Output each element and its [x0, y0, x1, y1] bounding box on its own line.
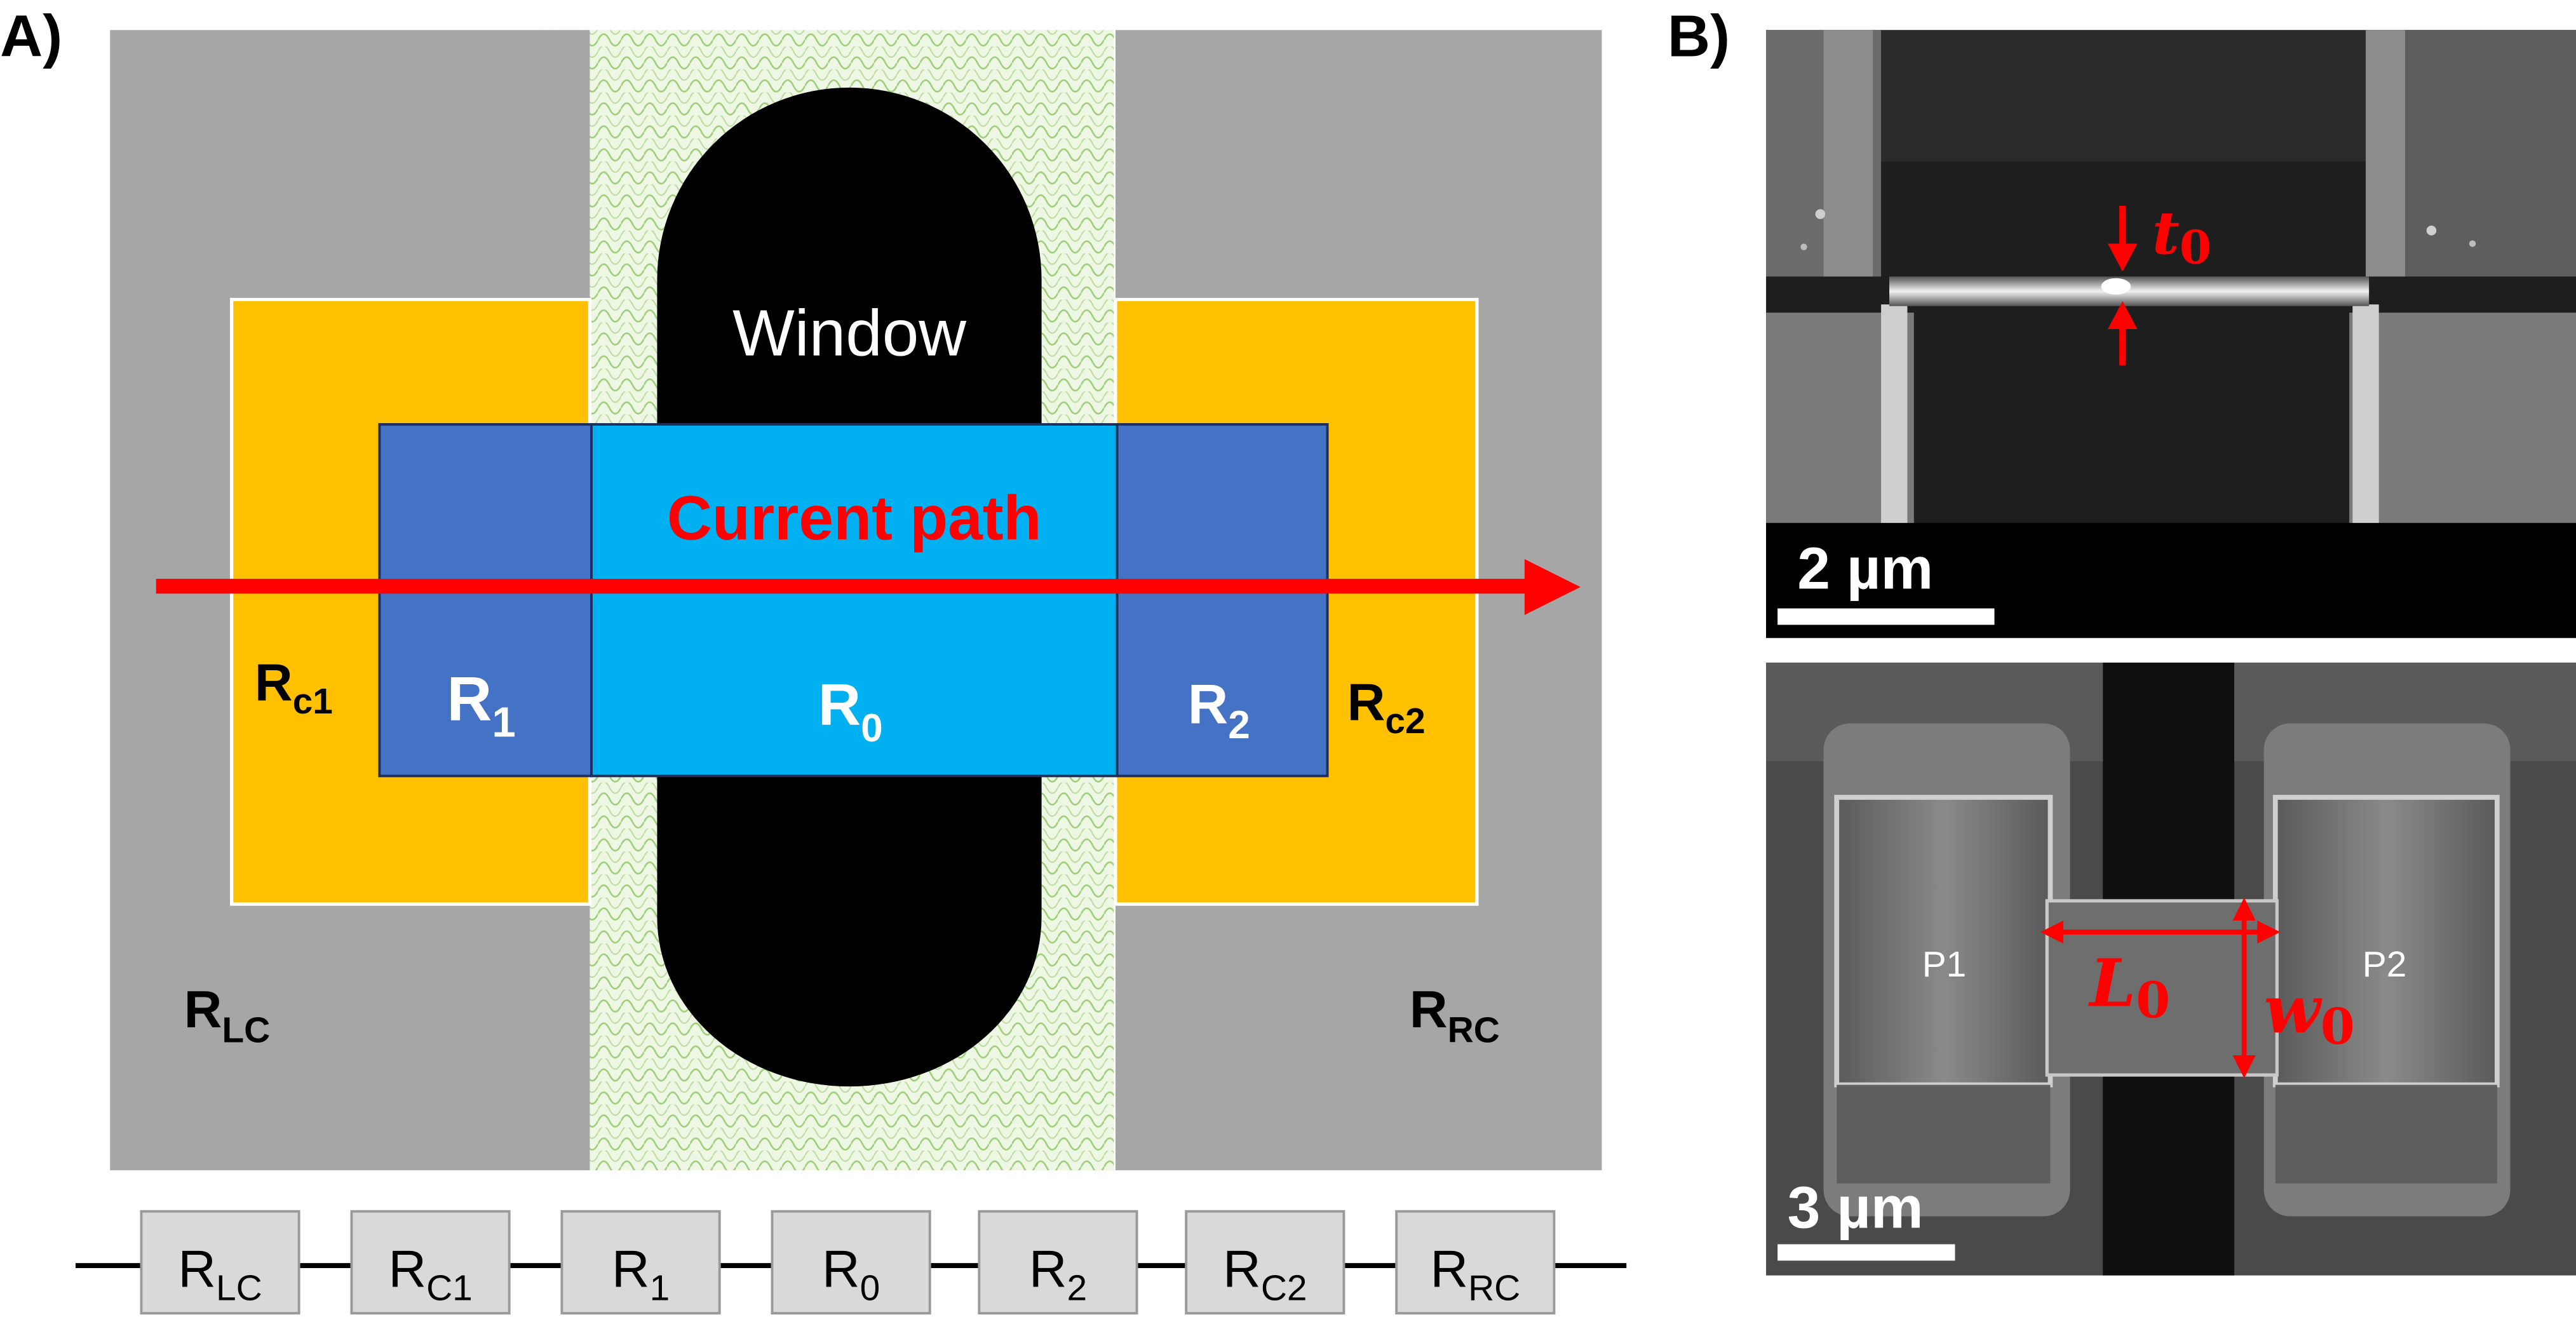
pad-label-p2: P2	[2363, 944, 2407, 985]
svg-text:R0: R0	[822, 1239, 880, 1309]
svg-text:RC2: RC2	[1223, 1239, 1307, 1309]
sem-image-bottom: 3 µm	[1766, 662, 2576, 1276]
device-schematic	[110, 30, 1602, 1171]
right-lead	[1116, 423, 1329, 778]
label-r-c1: Rc1	[255, 652, 333, 722]
scale-bar-bottom	[1777, 1244, 1955, 1261]
scale-bar-top	[1777, 608, 1995, 625]
bridge-channel	[590, 423, 1119, 778]
label-r-1: R1	[447, 663, 515, 746]
length-label: L0	[2088, 945, 2171, 1029]
scale-label-bottom: 3 µm	[1788, 1175, 1924, 1241]
thickness-label: t0	[2152, 198, 2211, 275]
equivalent-circuit: RLC RC1 R1 R0 R2 RC2 RRC	[75, 1210, 1627, 1314]
panel-b-label: B)	[1668, 3, 1730, 69]
svg-text:RLC: RLC	[178, 1239, 262, 1309]
current-arrow-shaft	[156, 579, 1533, 594]
current-arrow	[156, 559, 1581, 615]
panel-a-label: A)	[0, 3, 62, 69]
label-r-lc: RLC	[184, 980, 271, 1050]
svg-text:RRC: RRC	[1430, 1239, 1520, 1309]
current-path-label: Current path	[667, 483, 1042, 553]
thickness-arrows	[2107, 206, 2138, 365]
label-r-rc: RRC	[1410, 980, 1500, 1050]
scale-label-top: 2 µm	[1797, 536, 1933, 602]
resistor-r-rc: RRC	[1395, 1210, 1556, 1314]
resistor-r-c1: RC1	[350, 1210, 511, 1314]
label-r-c2: Rc2	[1347, 672, 1426, 741]
resistor-r-1: R1	[560, 1210, 721, 1314]
svg-text:R1: R1	[612, 1239, 670, 1309]
current-arrow-head	[1524, 559, 1581, 615]
width-label: w0	[2264, 971, 2355, 1056]
resistor-r-0: R0	[771, 1210, 931, 1314]
svg-text:RC1: RC1	[388, 1239, 472, 1309]
resistor-r-2: R2	[978, 1210, 1138, 1314]
dimension-arrows	[2040, 897, 2281, 1079]
window-label: Window	[732, 295, 966, 369]
svg-text:R2: R2	[1029, 1239, 1087, 1309]
pad-label-p1: P1	[1922, 944, 1967, 985]
label-r-2: R2	[1188, 673, 1250, 747]
sem-image-top: 2 µm	[1766, 30, 2576, 638]
resistor-r-c2: RC2	[1185, 1210, 1345, 1314]
resistor-r-lc: RLC	[140, 1210, 300, 1314]
label-r-0: R0	[818, 672, 883, 750]
